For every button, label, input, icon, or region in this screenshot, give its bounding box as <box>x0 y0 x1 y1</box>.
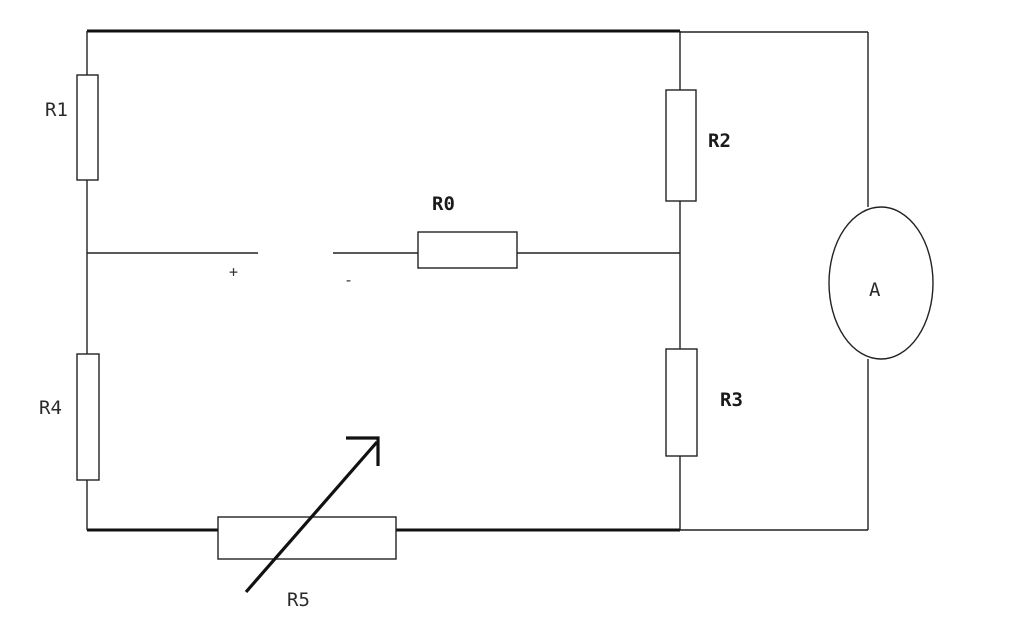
label-r0: R0 <box>432 193 455 215</box>
label-r5: R5 <box>287 589 310 611</box>
label-r1: R1 <box>45 99 68 121</box>
variable-arrow-icon <box>244 440 379 594</box>
resistor-r4 <box>76 353 100 481</box>
arrow-head-icon <box>346 436 380 466</box>
label-r4: R4 <box>39 397 62 419</box>
label-r3: R3 <box>720 389 743 411</box>
resistor-r2 <box>665 89 697 202</box>
label-ammeter: A <box>869 279 881 301</box>
label-minus: - <box>344 271 353 289</box>
label-plus: + <box>229 263 238 281</box>
resistor-r0 <box>417 231 518 269</box>
resistor-r1 <box>76 74 99 181</box>
label-r2: R2 <box>708 130 731 152</box>
ammeter-circle <box>828 206 934 360</box>
resistor-r3 <box>665 348 698 457</box>
